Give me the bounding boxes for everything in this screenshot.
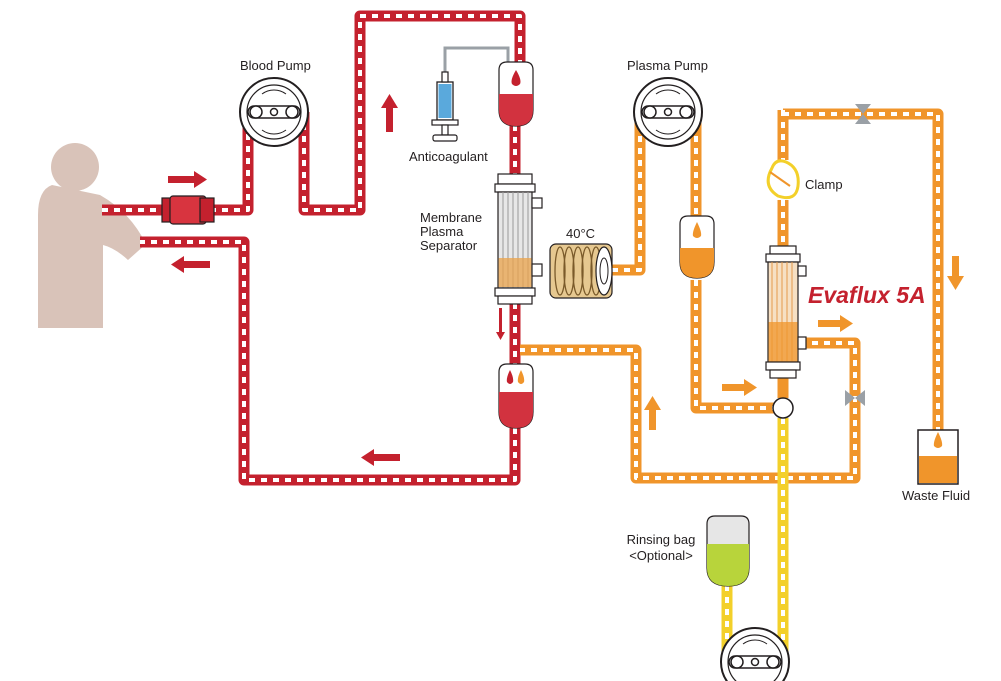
evaflux-filter [765,245,807,379]
anticoagulant-syringe [431,46,510,142]
flow-arrow-return [171,256,210,273]
membrane-separator-label-line2: Plasma [420,224,464,239]
waste-fluid-label: Waste Fluid [902,488,971,503]
clamp-icon [766,159,800,200]
valve-side-icon [845,390,865,406]
blood-line [102,10,526,486]
rinsing-bag-label-line1: Rinsing bag [626,532,696,547]
membrane-separator-label-line1: Membrane [420,210,483,225]
patient-figure [38,143,146,328]
clamp-label: Clamp [805,177,843,192]
flow-arrow-bottom-blood [361,449,400,466]
blood-pump-label: Blood Pump [240,58,311,73]
temperature-label: 40°C [566,226,596,241]
rinsing-bag-label-line2: <Optional> [629,548,693,563]
drip-chamber-venous [498,363,534,429]
flow-arrow-evaflux-out [818,315,853,332]
flow-arrow-waste-down [947,256,964,290]
membrane-plasma-separator [494,173,543,305]
flow-arrow-filter-in [722,379,757,396]
drip-chamber-arterial [498,61,534,127]
flow-arrow-up-plasma [644,396,661,430]
valve-top-icon [855,104,871,124]
plasma-warmer-coil [549,243,613,299]
blood-pump [239,77,309,147]
junction-valve [772,397,794,419]
anticoagulant-label: Anticoagulant [409,149,488,164]
flow-arrow-arterial [168,171,207,188]
plasma-line [520,108,944,484]
evaflux-brand-label: Evaflux 5A [808,282,926,308]
flow-arrow-separator-down [496,308,505,340]
flow-arrow-up-blood [381,94,398,132]
rinse-pump [720,627,790,681]
inline-filter [161,195,215,225]
waste-fluid-container [917,429,959,485]
membrane-separator-label-line3: Separator [420,238,478,253]
drip-chamber-plasma [679,215,715,279]
plasma-pump [633,77,703,147]
plasma-pump-label: Plasma Pump [627,58,708,73]
rinsing-bag [706,515,750,587]
